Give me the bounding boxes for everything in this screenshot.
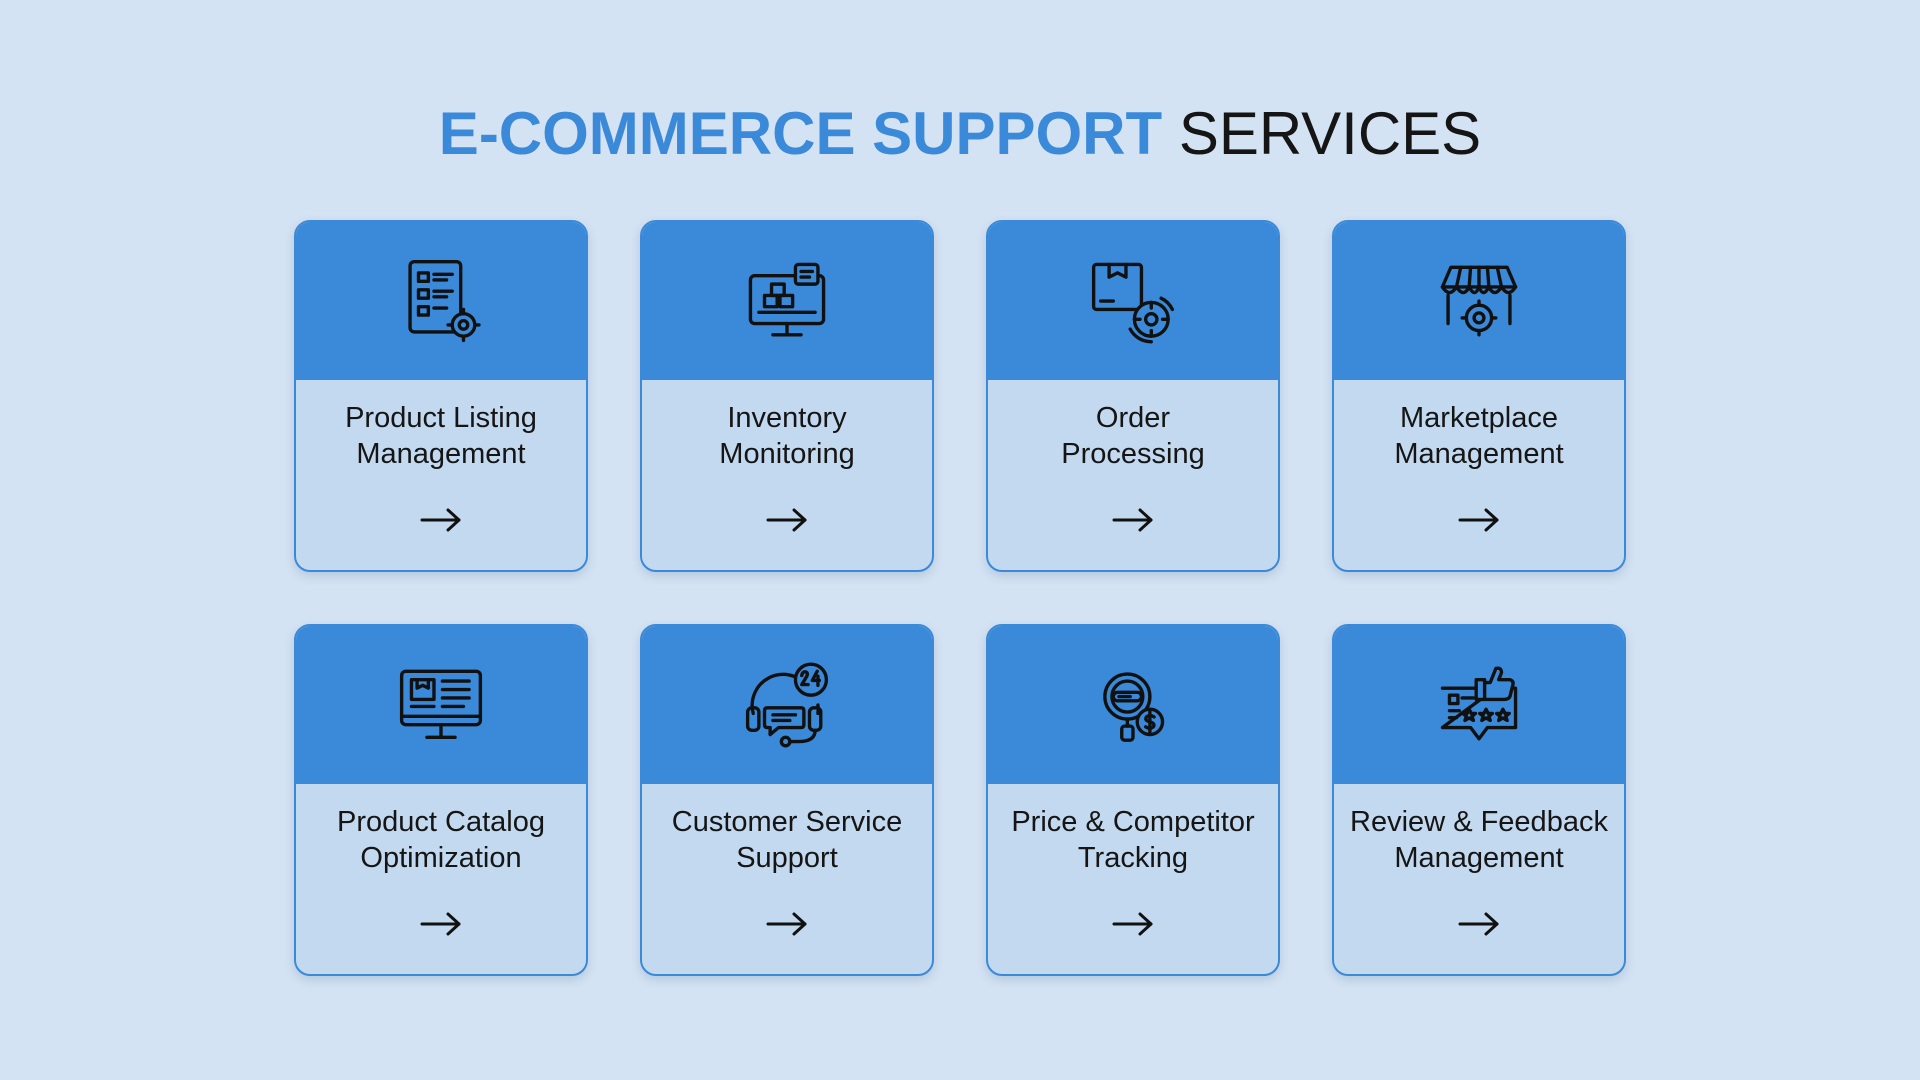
card-header bbox=[642, 222, 932, 380]
service-card-order-processing[interactable]: Order Processing bbox=[986, 220, 1280, 572]
services-grid: Product Listing Management bbox=[294, 220, 1628, 976]
card-body: Price & Competitor Tracking bbox=[988, 784, 1278, 974]
page-title: E-COMMERCE SUPPORT SERVICES bbox=[0, 98, 1920, 170]
card-body: Inventory Monitoring bbox=[642, 380, 932, 570]
card-body: Customer Service Support bbox=[642, 784, 932, 974]
card-header bbox=[1334, 626, 1624, 784]
card-label: Order Processing bbox=[1061, 402, 1205, 470]
card-body: Order Processing bbox=[988, 380, 1278, 570]
card-header bbox=[296, 626, 586, 784]
arrow-right-icon[interactable] bbox=[1111, 910, 1155, 938]
service-card-review-feedback-management[interactable]: Review & Feedback Management bbox=[1332, 624, 1626, 976]
page-title-accent: E-COMMERCE SUPPORT bbox=[438, 100, 1163, 167]
card-header bbox=[988, 626, 1278, 784]
card-header bbox=[1334, 222, 1624, 380]
listing-gear-icon bbox=[396, 256, 486, 346]
card-header bbox=[988, 222, 1278, 380]
monitor-catalog-icon bbox=[396, 660, 486, 750]
card-label: Review & Feedback Management bbox=[1350, 806, 1608, 874]
card-label: Inventory Monitoring bbox=[719, 402, 855, 470]
card-label: Product Listing Management bbox=[345, 402, 537, 470]
arrow-right-icon[interactable] bbox=[765, 910, 809, 938]
card-label: Marketplace Management bbox=[1394, 402, 1564, 470]
thumbs-up-rating-icon bbox=[1434, 660, 1524, 750]
service-card-product-listing[interactable]: Product Listing Management bbox=[294, 220, 588, 572]
card-label: Price & Competitor Tracking bbox=[1011, 806, 1255, 874]
arrow-right-icon[interactable] bbox=[1457, 506, 1501, 534]
service-card-product-catalog-optimization[interactable]: Product Catalog Optimization bbox=[294, 624, 588, 976]
headset-24-icon bbox=[742, 660, 832, 750]
magnifier-dollar-icon bbox=[1088, 660, 1178, 750]
card-body: Marketplace Management bbox=[1334, 380, 1624, 570]
storefront-gear-icon bbox=[1434, 256, 1524, 346]
card-label: Product Catalog Optimization bbox=[337, 806, 545, 874]
service-card-inventory-monitoring[interactable]: Inventory Monitoring bbox=[640, 220, 934, 572]
card-body: Review & Feedback Management bbox=[1334, 784, 1624, 974]
arrow-right-icon[interactable] bbox=[419, 506, 463, 534]
card-header bbox=[296, 222, 586, 380]
card-label: Customer Service Support bbox=[671, 806, 903, 874]
page-title-rest: SERVICES bbox=[1178, 100, 1482, 167]
card-header bbox=[642, 626, 932, 784]
service-card-marketplace-management[interactable]: Marketplace Management bbox=[1332, 220, 1626, 572]
service-card-price-competitor-tracking[interactable]: Price & Competitor Tracking bbox=[986, 624, 1280, 976]
card-body: Product Listing Management bbox=[296, 380, 586, 570]
arrow-right-icon[interactable] bbox=[1111, 506, 1155, 534]
card-body: Product Catalog Optimization bbox=[296, 784, 586, 974]
arrow-right-icon[interactable] bbox=[765, 506, 809, 534]
box-gear-icon bbox=[1088, 256, 1178, 346]
arrow-right-icon[interactable] bbox=[419, 910, 463, 938]
service-card-customer-service-support[interactable]: Customer Service Support bbox=[640, 624, 934, 976]
monitor-inventory-icon bbox=[742, 256, 832, 346]
arrow-right-icon[interactable] bbox=[1457, 910, 1501, 938]
